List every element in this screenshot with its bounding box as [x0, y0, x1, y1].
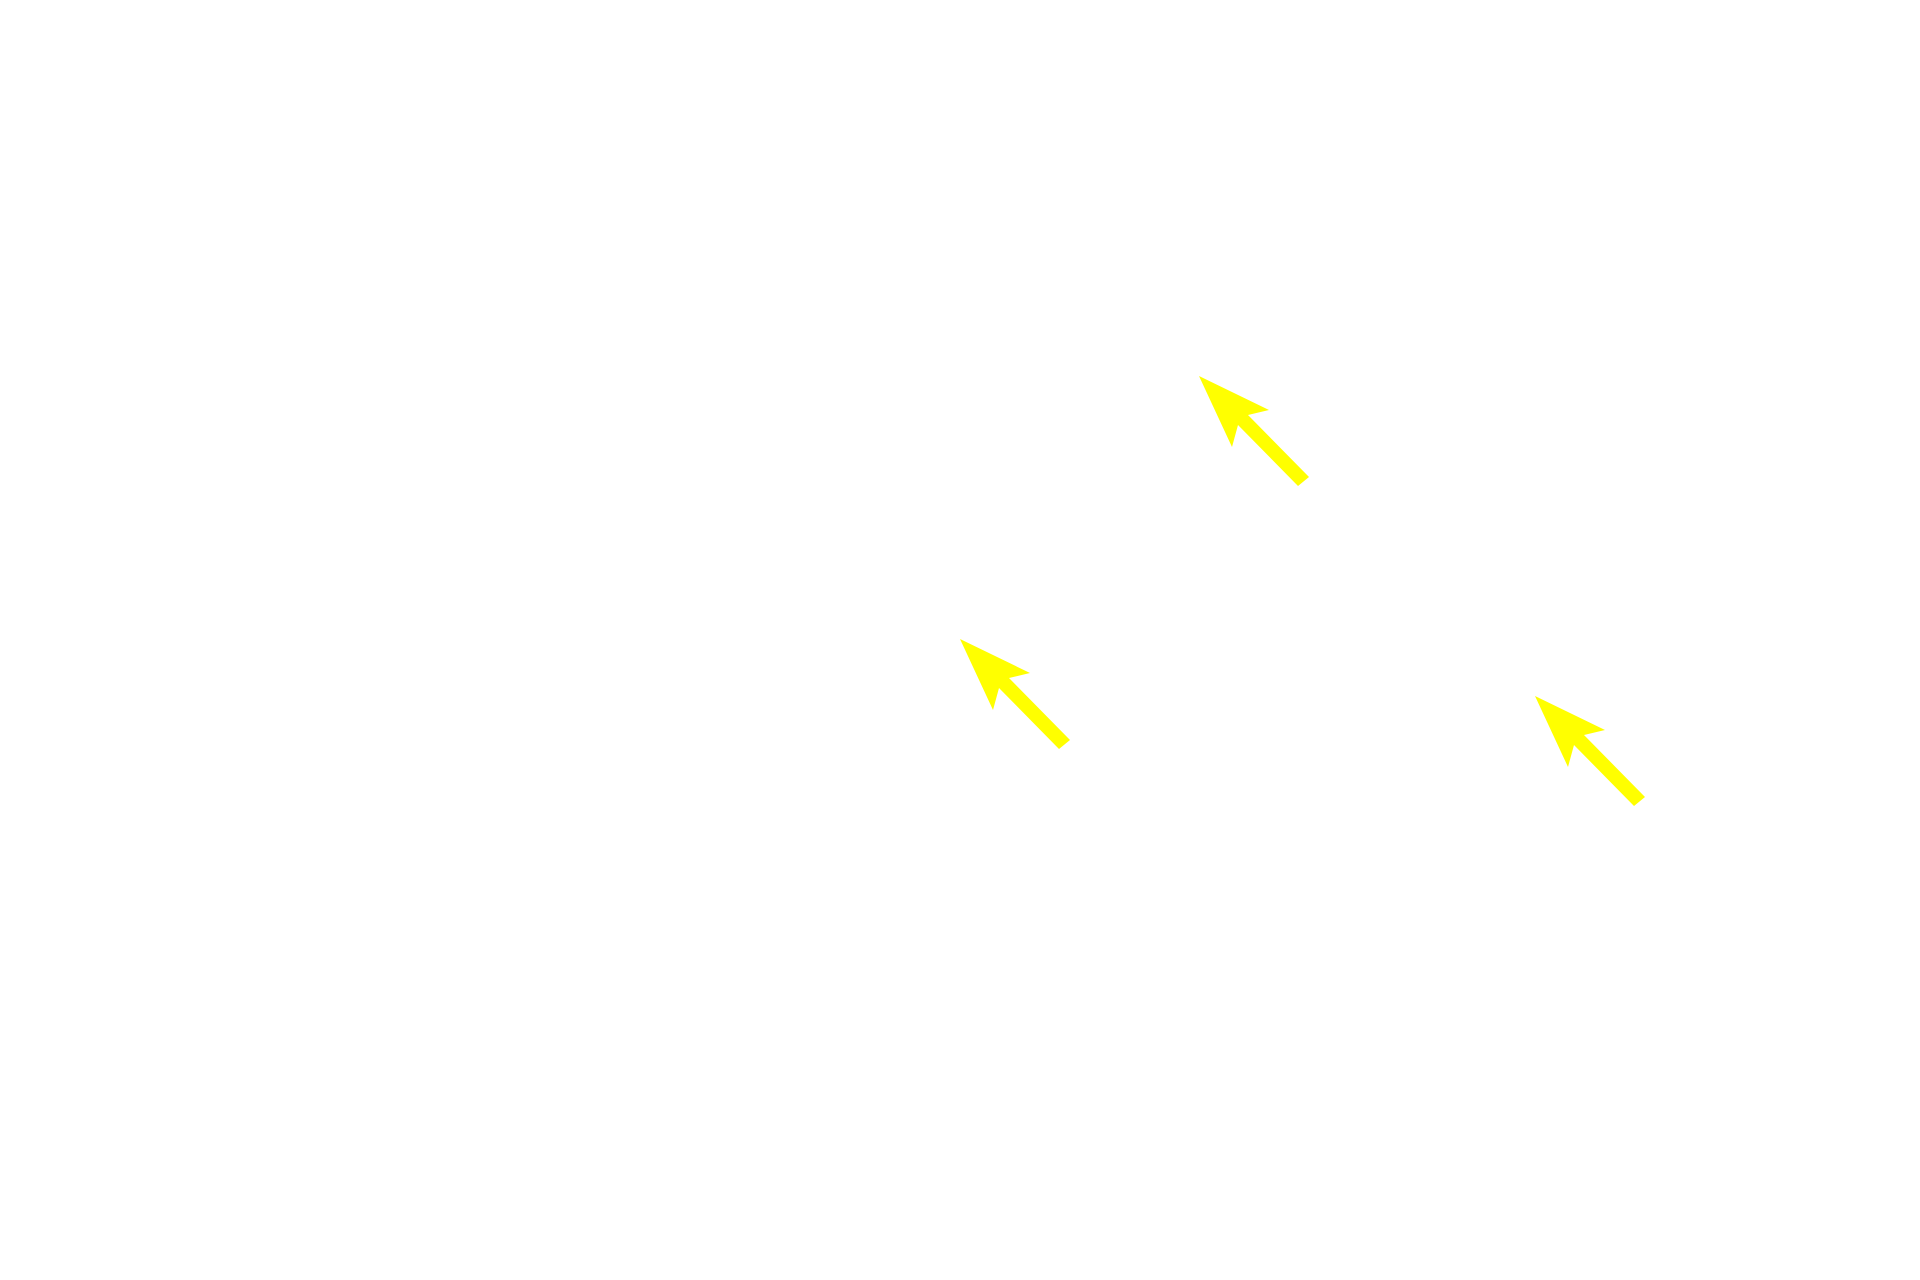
arrow-up-left-icon — [960, 639, 1070, 749]
arrow-up-left-icon — [1199, 376, 1309, 486]
arrow-up-left-icon — [1535, 696, 1645, 806]
